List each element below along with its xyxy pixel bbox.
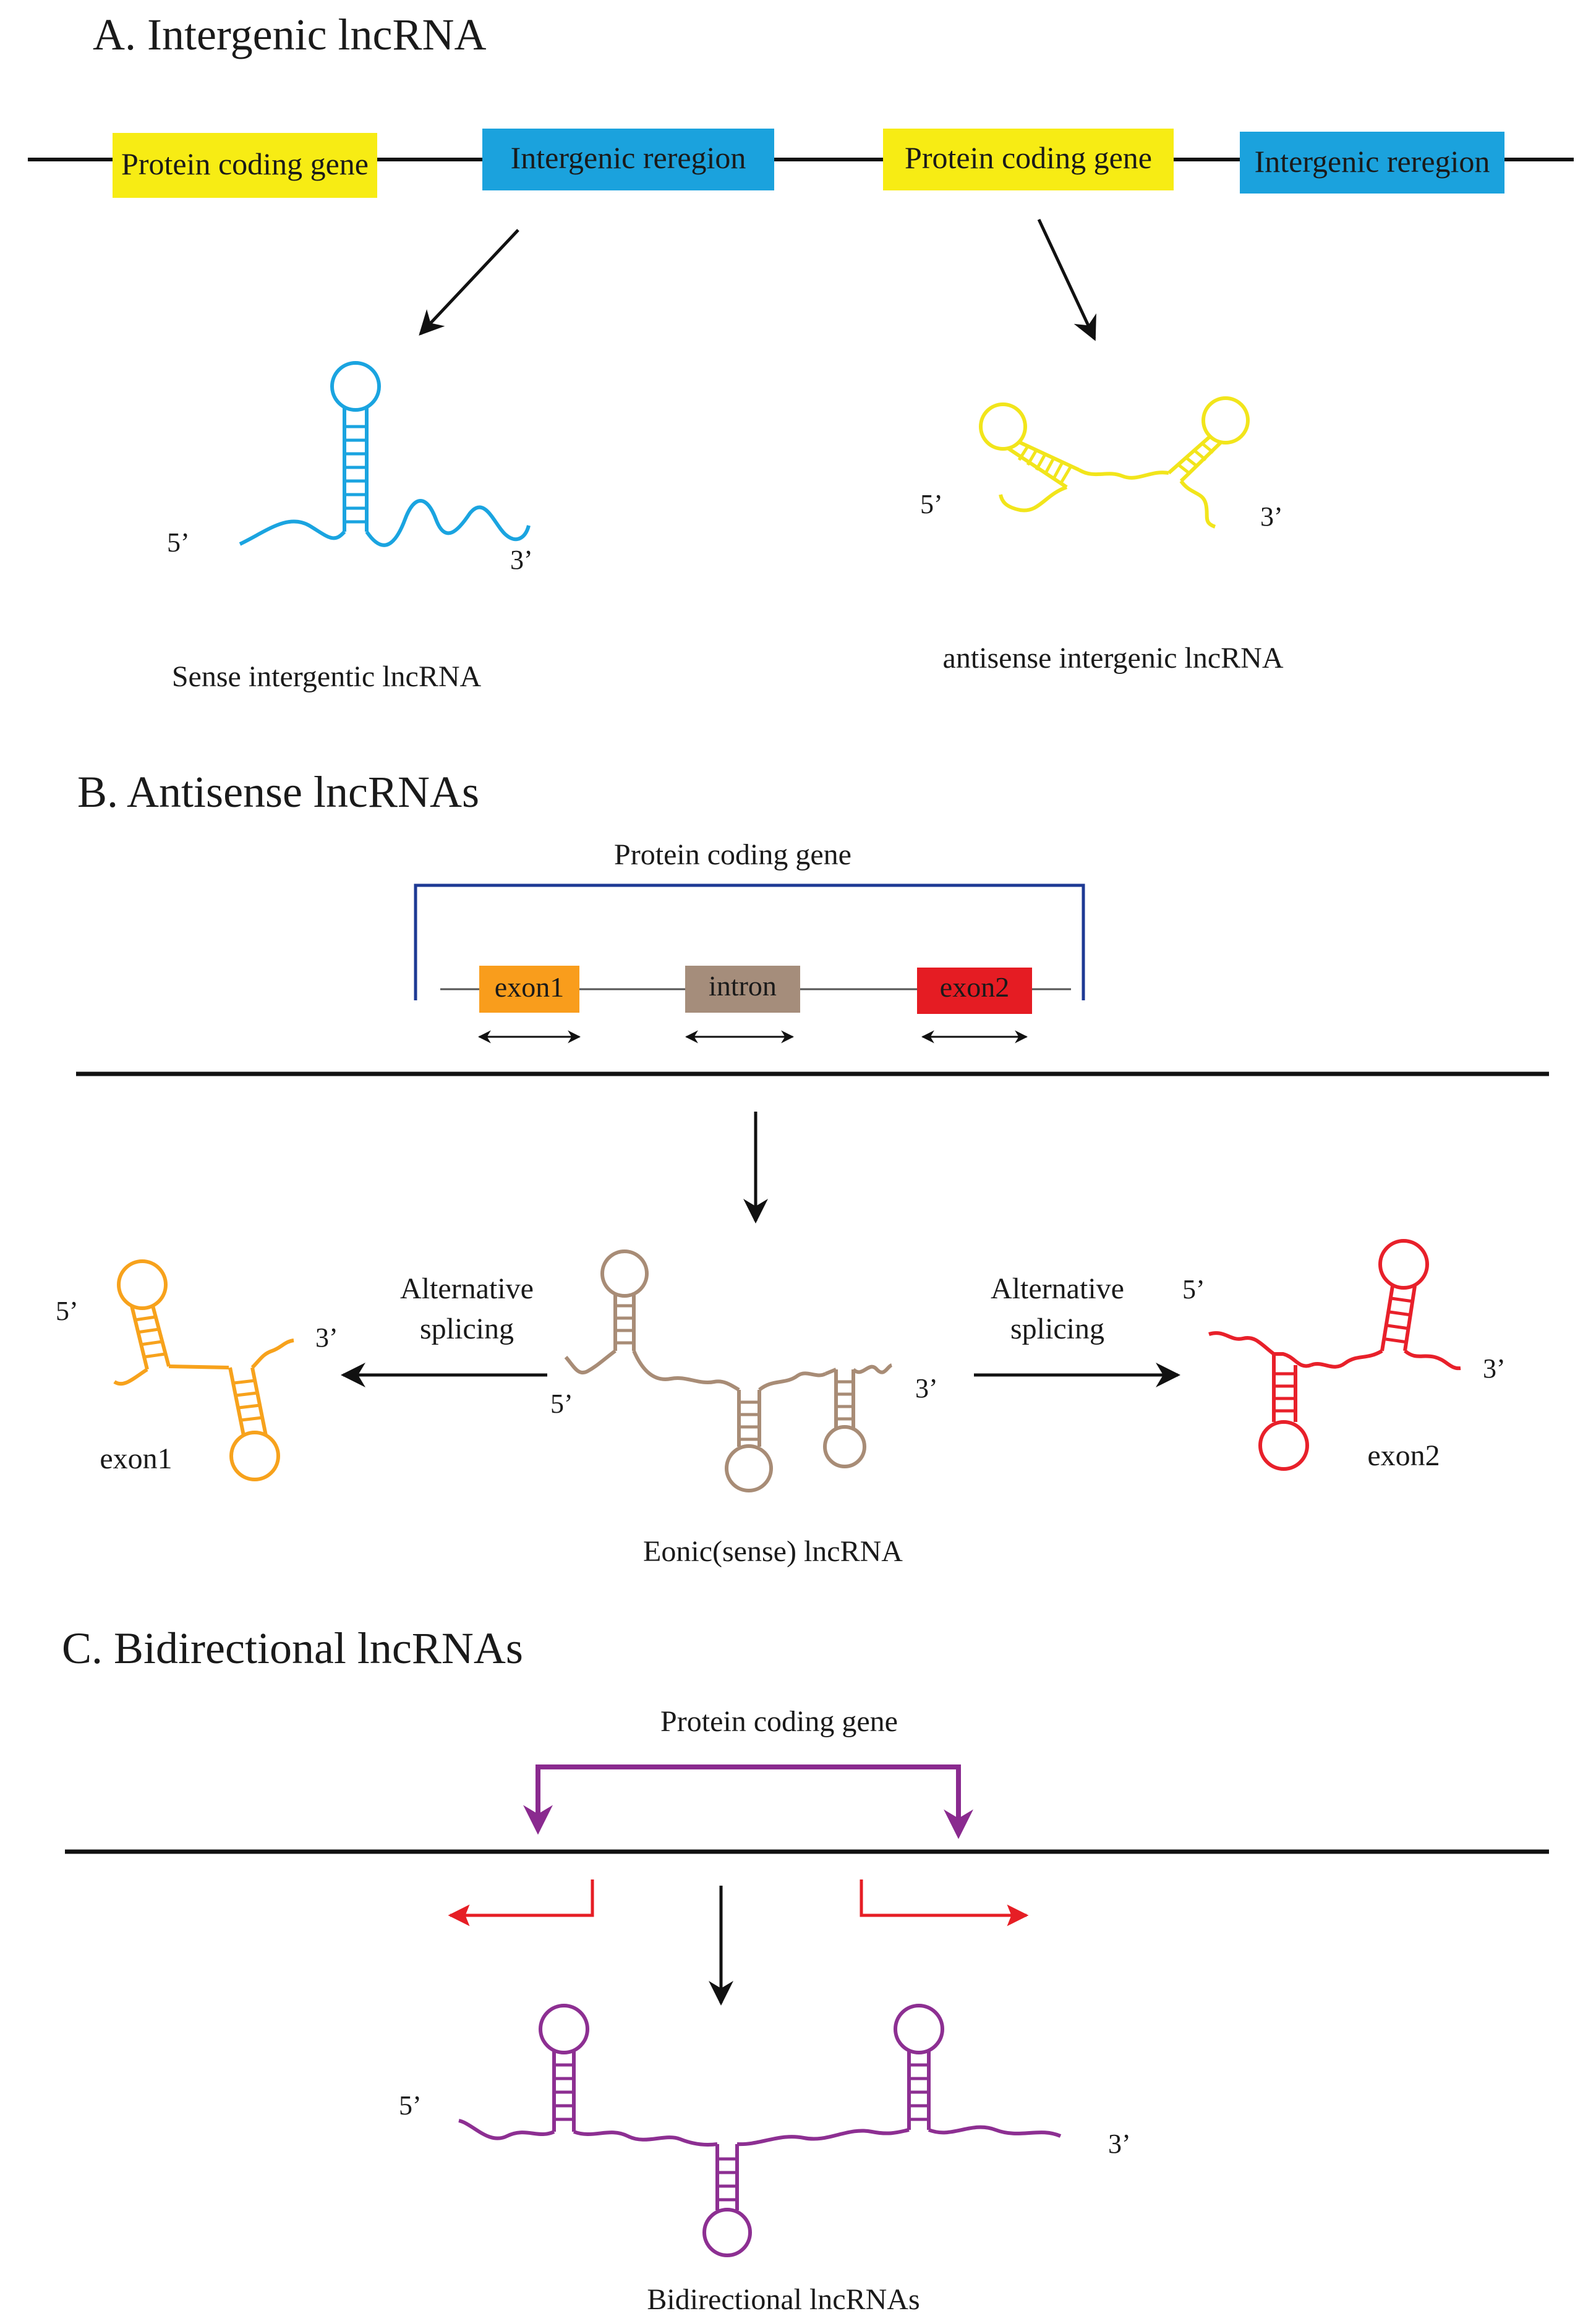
splice-right-line1: Alternative bbox=[991, 1272, 1124, 1305]
exon2-rna-five-prime: 5’ bbox=[1182, 1274, 1205, 1305]
exon1-lncrna bbox=[113, 1259, 294, 1481]
exon1-rna-three-prime: 3’ bbox=[315, 1322, 338, 1353]
bidirectional-lncrna bbox=[458, 2004, 1062, 2257]
section-a: A. Intergenic lncRNA Protein coding gene… bbox=[28, 10, 1574, 693]
sense-rna-caption: Sense intergentic lncRNA bbox=[172, 660, 482, 693]
exon2-rna-three-prime: 3’ bbox=[1483, 1353, 1506, 1384]
protein-coding-gene-label-2: Protein coding gene bbox=[905, 140, 1152, 175]
section-c: C. Bidirectional lncRNAs Protein coding … bbox=[62, 1624, 1549, 2316]
intergenic-region-box-2: Intergenic reregion bbox=[1240, 132, 1504, 194]
exonic-sense-lncrna bbox=[564, 1249, 893, 1492]
sense-intergenic-lncrna bbox=[239, 361, 531, 547]
protein-coding-gene-box-1: Protein coding gene bbox=[113, 133, 377, 198]
antisense-rna-caption: antisense intergenic lncRNA bbox=[943, 642, 1284, 675]
protein-coding-gene-label-c: Protein coding gene bbox=[660, 1705, 898, 1738]
bidirectional-rna-three-prime: 3’ bbox=[1108, 2129, 1131, 2159]
antisense-intergenic-lncrna bbox=[979, 396, 1250, 529]
intergenic-region-box-1: Intergenic reregion bbox=[482, 129, 774, 190]
exon2-rna-caption: exon2 bbox=[1367, 1439, 1440, 1472]
red-arrow-left bbox=[448, 1879, 594, 1926]
antisense-rna-five-prime: 5’ bbox=[920, 489, 943, 519]
red-arrow-right bbox=[860, 1879, 1029, 1926]
protein-coding-gene-label-b: Protein coding gene bbox=[614, 838, 851, 871]
intron-label: intron bbox=[709, 970, 777, 1002]
exon2-box: exon2 bbox=[917, 968, 1032, 1014]
section-b-title: B. Antisense lncRNAs bbox=[77, 767, 479, 817]
center-rna-five-prime: 5’ bbox=[550, 1389, 573, 1419]
bidirectional-rna-five-prime: 5’ bbox=[399, 2090, 422, 2121]
exon1-label: exon1 bbox=[495, 971, 564, 1003]
exon1-rna-five-prime: 5’ bbox=[56, 1296, 79, 1326]
center-rna-three-prime: 3’ bbox=[915, 1373, 938, 1403]
section-a-title: A. Intergenic lncRNA bbox=[93, 10, 487, 59]
exon1-rna-caption: exon1 bbox=[100, 1442, 172, 1475]
intergenic-region-label-2: Intergenic reregion bbox=[1255, 144, 1490, 179]
section-c-title: C. Bidirectional lncRNAs bbox=[62, 1624, 523, 1673]
section-b: B. Antisense lncRNAs Protein coding gene… bbox=[56, 767, 1549, 1568]
splice-left-line2: splicing bbox=[420, 1313, 514, 1345]
bidirectional-rna-caption: Bidirectional lncRNAs bbox=[647, 2283, 920, 2316]
splice-left-line1: Alternative bbox=[400, 1272, 534, 1305]
intergenic-region-label-1: Intergenic reregion bbox=[511, 140, 746, 175]
exon2-lncrna bbox=[1208, 1239, 1461, 1471]
splice-right-line2: splicing bbox=[1010, 1313, 1104, 1345]
arrow-to-antisense-rna bbox=[1037, 218, 1096, 341]
protein-coding-gene-label-1: Protein coding gene bbox=[121, 147, 369, 181]
intron-box: intron bbox=[685, 966, 800, 1013]
sense-rna-five-prime: 5’ bbox=[167, 527, 190, 558]
antisense-rna-three-prime: 3’ bbox=[1260, 501, 1283, 532]
center-rna-caption: Eonic(sense) lncRNA bbox=[643, 1535, 903, 1568]
exon1-box: exon1 bbox=[479, 966, 579, 1013]
gene-bracket-c bbox=[536, 1764, 961, 1831]
protein-coding-gene-box-2: Protein coding gene bbox=[883, 129, 1174, 190]
arrow-to-sense-rna bbox=[419, 229, 519, 336]
sense-rna-three-prime: 3’ bbox=[510, 545, 533, 575]
gene-bracket-b bbox=[414, 883, 1085, 1000]
exon2-label: exon2 bbox=[940, 971, 1009, 1003]
